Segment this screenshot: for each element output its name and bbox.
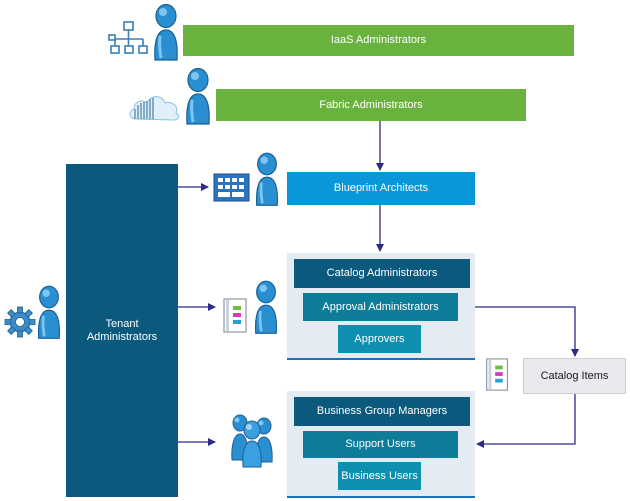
approvers-box: Approvers (338, 325, 421, 353)
business-group-managers-label: Business Group Managers (316, 405, 448, 417)
tenant-administrators-label-line1: Tenant (105, 317, 139, 330)
catalog-book-icon (223, 298, 247, 333)
catalog-items-box: Catalog Items (523, 358, 626, 394)
person-icon (154, 3, 178, 61)
catalog-administrators-label: Catalog Administrators (326, 267, 438, 279)
person-icon (254, 280, 278, 334)
arrow-catalog-items-to-support (476, 394, 576, 448)
person-icon (255, 152, 279, 206)
approval-administrators-label: Approval Administrators (322, 300, 439, 313)
business-users-label: Business Users (341, 469, 418, 482)
business-group-managers-box: Business Group Managers (294, 397, 470, 426)
fabric-administrators-box: Fabric Administrators (216, 89, 526, 121)
iaas-administrators-box: IaaS Administrators (183, 25, 574, 56)
tenant-administrators-label-line2: Administrators (86, 330, 158, 343)
tenant-administrators-box: Tenant Administrators (66, 164, 178, 497)
approval-administrators-box: Approval Administrators (303, 293, 458, 321)
fabric-administrators-label: Fabric Administrators (319, 98, 423, 111)
person-icon (37, 285, 61, 339)
catalog-administrators-box: Catalog Administrators (294, 259, 470, 288)
gear-icon (4, 306, 36, 338)
catalog-items-label: Catalog Items (540, 369, 609, 382)
blueprint-grid-icon (213, 173, 250, 202)
catalog-book-icon (486, 358, 509, 391)
cloud-icon (129, 96, 179, 121)
user-group-icon (231, 414, 273, 468)
support-users-box: Support Users (303, 431, 458, 458)
arrow-approval-to-catalog-items (458, 306, 579, 357)
support-users-label: Support Users (345, 438, 416, 450)
person-icon (186, 67, 210, 125)
business-users-box: Business Users (338, 462, 421, 490)
blueprint-architects-label: Blueprint Architects (333, 182, 429, 194)
iaas-administrators-label: IaaS Administrators (330, 34, 427, 46)
blueprint-architects-box: Blueprint Architects (287, 172, 475, 205)
network-hierarchy-icon (108, 21, 148, 54)
approvers-label: Approvers (354, 332, 405, 345)
